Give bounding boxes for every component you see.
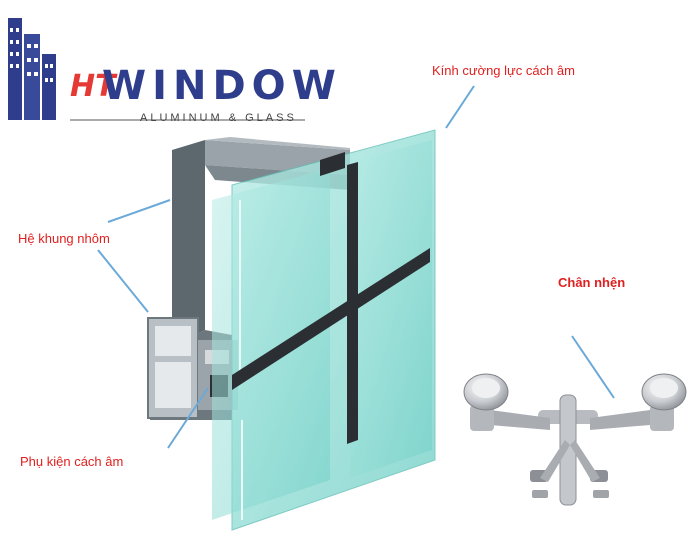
leader-line-frame <box>97 249 149 313</box>
logo-building-icon <box>8 18 305 121</box>
gasket-cross <box>232 152 430 444</box>
spider-fitting-icon <box>463 373 687 506</box>
label-accessory: Phụ kiện cách âm <box>20 454 124 469</box>
leader-line-glass <box>445 85 475 129</box>
logo-ht-mark: HT <box>70 69 116 104</box>
logo-wordmark: WINDOW <box>102 63 342 109</box>
label-glass: Kính cường lực cách âm <box>432 63 575 78</box>
leader-line-spider <box>571 335 615 399</box>
leader-line-accessory <box>167 387 209 449</box>
glass-panels <box>212 129 436 531</box>
logo-tagline: ALUMINUM & GLASS <box>140 112 297 124</box>
leader-line-frame-top <box>107 199 171 223</box>
label-frame: Hệ khung nhôm <box>18 231 110 246</box>
label-spider-fitting: Chân nhện <box>558 275 626 290</box>
leader-lines <box>97 85 615 449</box>
